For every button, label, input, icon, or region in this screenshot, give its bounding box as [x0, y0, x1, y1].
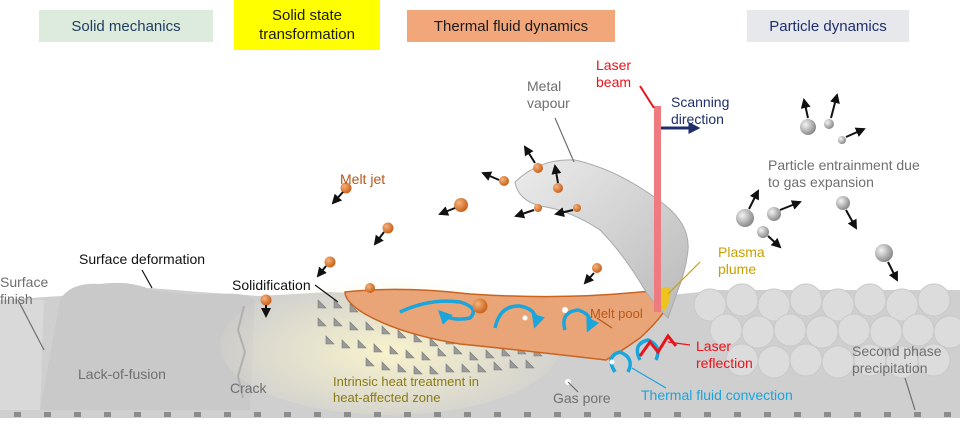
label-melt-jet: Melt jet — [340, 171, 386, 187]
label-surface-finish: Surface finish — [0, 274, 49, 307]
label-gas-pore: Gas pore — [553, 390, 611, 406]
laser-reflection-zigzag — [638, 333, 678, 357]
label-intrinsic-heat-treatment: Intrinsic heat treatment in heat-affecte… — [333, 374, 479, 405]
label-solidification: Solidification — [232, 277, 311, 293]
melt-pool — [344, 288, 673, 361]
label-thermal-fluid-convection: Thermal fluid convection — [641, 387, 793, 403]
label-laser-beam: Laser beam — [596, 57, 632, 90]
laser-beam — [654, 106, 661, 312]
category-solid-state-transformation: Solid state transformation — [234, 0, 380, 50]
label-scanning-direction: Scanning direction — [671, 94, 730, 127]
label-melt-pool: Melt pool — [590, 306, 643, 321]
label-surface-deformation: Surface deformation — [79, 251, 206, 267]
category-thermal-fluid-dynamics: Thermal fluid dynamics — [407, 10, 615, 42]
entrained-particles — [736, 93, 898, 282]
label-second-phase-precipitation: Second phase precipitation — [852, 343, 942, 376]
leader-lines — [17, 117, 916, 411]
precipitation-dashes — [14, 412, 951, 417]
category-particle-dynamics: Particle dynamics — [747, 10, 909, 42]
label-laser-reflection: Laser reflection — [696, 338, 753, 371]
label-particle-entrainment: Particle entrainment due to gas expansio… — [768, 157, 920, 190]
powder-bed — [693, 283, 960, 379]
label-metal-vapour: Metal vapour — [527, 78, 570, 111]
label-plasma-plume: Plasma plume — [718, 244, 765, 277]
label-crack: Crack — [230, 380, 267, 396]
category-solid-mechanics: Solid mechanics — [39, 10, 213, 42]
deformed-surface — [40, 282, 255, 410]
left-edge-layer — [0, 300, 44, 410]
crack-line — [236, 305, 247, 399]
label-lack-of-fusion: Lack-of-fusion — [78, 366, 166, 382]
melt-jet-droplets — [260, 145, 602, 318]
laser-beam-pointer — [639, 85, 655, 109]
